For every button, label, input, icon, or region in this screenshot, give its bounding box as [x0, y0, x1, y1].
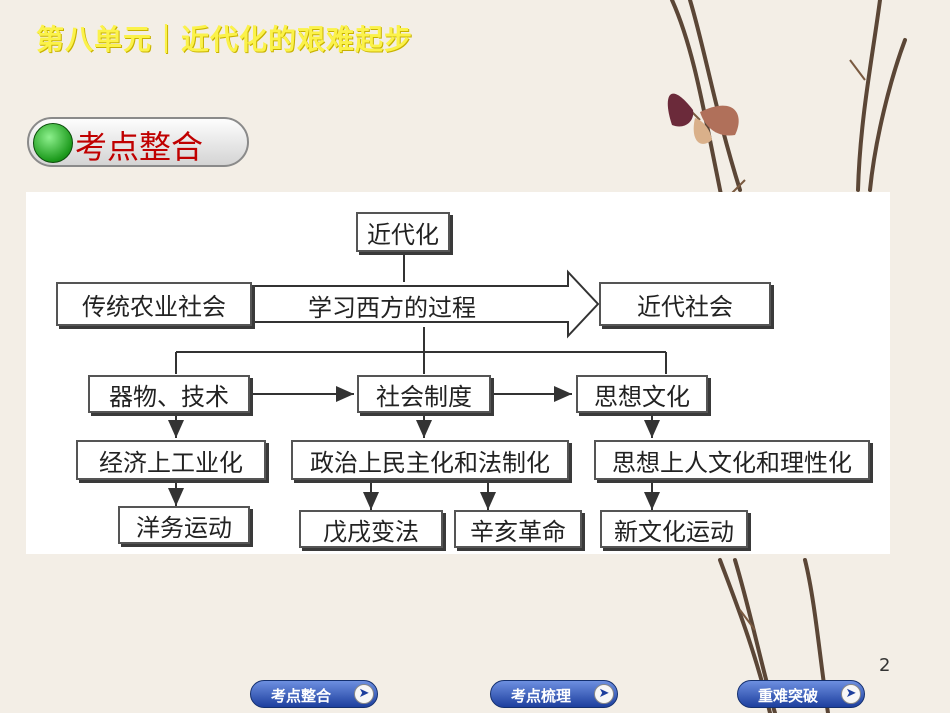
chevron-right-icon: ➤ [841, 684, 861, 704]
node-hundred-days-reform: 戊戌变法 [299, 510, 443, 548]
chevron-right-icon: ➤ [354, 684, 374, 704]
unit-title: 第八单元｜近代化的艰难起步 [36, 23, 414, 56]
process-arrow-label: 学习西方的过程 [308, 294, 476, 322]
node-technology: 器物、技术 [88, 375, 250, 413]
process-arrow [253, 269, 600, 339]
node-modern-society: 近代社会 [599, 282, 771, 326]
node-xinhai-revolution: 辛亥革命 [454, 510, 582, 548]
nav-button-key-points[interactable]: 重难突破 ➤ [737, 680, 865, 708]
section-badge: 考点整合 [27, 117, 249, 167]
node-humanism: 思想上人文化和理性化 [594, 440, 870, 480]
node-social-system: 社会制度 [357, 375, 491, 413]
nav-button-review[interactable]: 考点梳理 ➤ [490, 680, 618, 708]
nav-button-label: 重难突破 [757, 687, 818, 705]
green-circle-icon [33, 123, 73, 163]
concept-diagram: 近代化 传统农业社会 学习西方的过程 近代社会 器物、技术 社会制度 思想文化 … [26, 192, 890, 554]
node-thought-culture: 思想文化 [576, 375, 708, 413]
nav-button-integration[interactable]: 考点整合 ➤ [250, 680, 378, 708]
node-democratization: 政治上民主化和法制化 [291, 440, 569, 480]
nav-button-label: 考点梳理 [510, 687, 571, 705]
node-modernization: 近代化 [356, 212, 450, 252]
node-westernization-movement: 洋务运动 [118, 506, 250, 544]
section-badge-label: 考点整合 [75, 128, 204, 166]
node-industrialization: 经济上工业化 [76, 440, 266, 480]
page-number: 2 [879, 655, 891, 676]
node-traditional-society: 传统农业社会 [56, 282, 252, 326]
chevron-right-icon: ➤ [594, 684, 614, 704]
butterfly-icon [667, 93, 739, 144]
nav-button-label: 考点整合 [270, 687, 331, 705]
node-new-culture-movement: 新文化运动 [600, 510, 748, 548]
diagram-connectors [168, 252, 667, 510]
